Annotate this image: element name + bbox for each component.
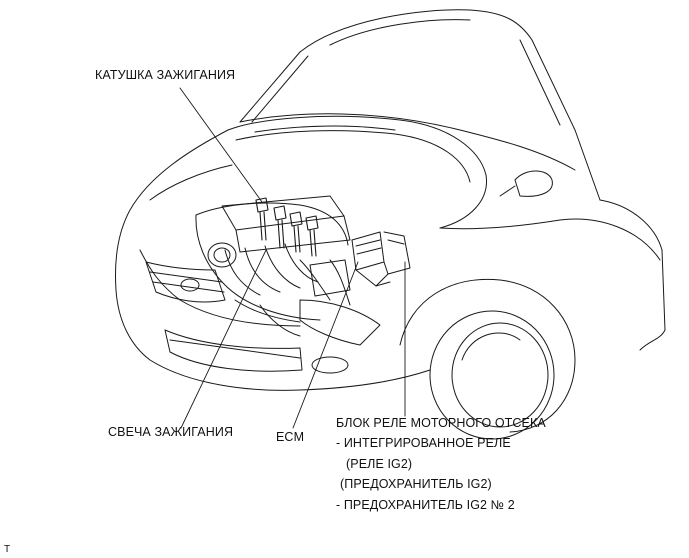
ignition-coils [255,197,319,257]
label-ig2-fuse-no2: - ПРЕДОХРАНИТЕЛЬ IG2 № 2 [336,498,515,512]
label-ig2-fuse: (ПРЕДОХРАНИТЕЛЬ IG2) [340,477,492,491]
label-integrated-relay: - ИНТЕГРИРОВАННОЕ РЕЛЕ [336,436,511,450]
label-engine-relay-block: БЛОК РЕЛЕ МОТОРНОГО ОТСЕКА [336,416,546,430]
corner-mark: T [4,544,11,555]
label-ignition-coil: КАТУШКА ЗАЖИГАНИЯ [95,68,236,82]
car-body-outline [115,9,666,331]
label-ecm: ECM [276,430,305,444]
front-bumper [115,249,431,391]
leader-lines [179,87,406,429]
label-ig2-relay: (РЕЛЕ IG2) [346,457,413,471]
front-wheel [399,278,666,440]
relay-block-and-ecm [351,231,411,287]
engine-bay [195,195,351,337]
label-spark-plug: СВЕЧА ЗАЖИГАНИЯ [108,425,234,439]
